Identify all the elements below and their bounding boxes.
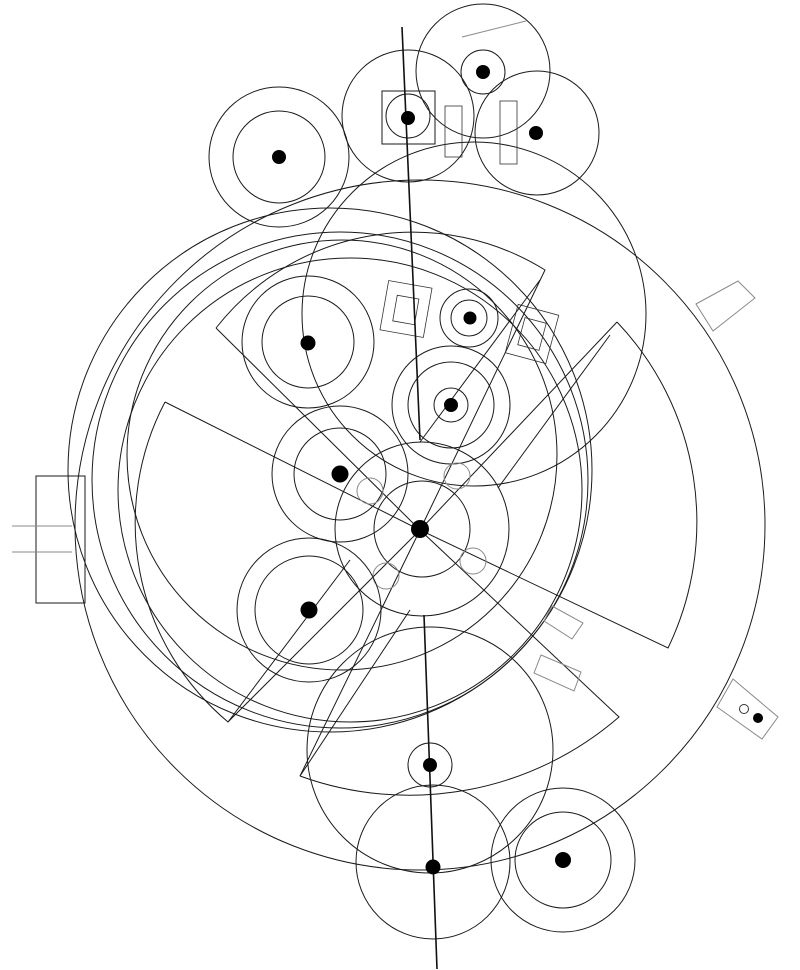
rim-tabs: [12, 280, 779, 740]
axle-mid-right: [444, 398, 458, 412]
linking-rods: [227, 279, 611, 777]
lower-large-ring: [306, 626, 554, 874]
gear-center-inner: [373, 480, 471, 578]
gear-mid-right-inner: [407, 361, 495, 449]
right-lower-tab: [716, 678, 779, 740]
small-plate-2: [533, 654, 582, 692]
top-gear-cluster: [208, 3, 600, 228]
slot-mid-1-outer: [379, 280, 433, 338]
axle-center: [411, 520, 429, 538]
main-axis-upper: [401, 26, 421, 441]
main-wheel-rings: [67, 141, 766, 874]
rod-right: [497, 334, 611, 489]
sector-right: [419, 321, 698, 649]
gear-bottom-right-outer: [490, 787, 636, 933]
outer-main-ring: [74, 179, 766, 871]
axle-bottom-center: [425, 859, 441, 875]
inner-ring-left: [126, 239, 558, 671]
axle-center-left: [331, 465, 349, 483]
slot-mid-1-inner: [392, 294, 420, 326]
gear-center-outer: [334, 441, 510, 617]
sector-left: [134, 401, 421, 723]
axle-pins: [272, 65, 571, 875]
axle-top-center: [401, 111, 415, 125]
axle-lower-left: [300, 601, 318, 619]
outer-ring-left-1: [67, 207, 593, 733]
right-lower-tab-hole: [739, 704, 749, 714]
axle-top-right-upper: [476, 65, 490, 79]
gear-bottom-center: [355, 784, 511, 940]
slot-top-1: [444, 105, 463, 158]
small-plate-1: [543, 605, 584, 640]
gear-mid-right-hub: [433, 387, 469, 423]
gear-bottom-right-inner: [514, 811, 612, 909]
rod-lower-left: [227, 559, 351, 723]
axle-small-bottom: [423, 758, 437, 772]
axle-bottom-right: [555, 852, 571, 868]
gear-top-center-inner: [385, 93, 431, 139]
axle-top-right-lower: [529, 126, 543, 140]
rod-lower: [299, 609, 411, 777]
axle-top-left: [272, 150, 286, 164]
outer-ring-left-3: [117, 257, 583, 723]
bottom-gear-cluster: [355, 742, 636, 940]
right-lower-tab-pin: [753, 713, 763, 723]
pointer-top: [461, 20, 527, 38]
axle-mid-left: [300, 335, 316, 351]
gear-top-right-lower: [474, 70, 600, 196]
outer-ring-left-2: [91, 231, 589, 729]
sector-lower: [299, 529, 620, 796]
rod-upper-right: [419, 279, 541, 443]
main-axis-lower: [423, 614, 438, 970]
planet-gear-4: [459, 547, 487, 575]
slot-mid-2-outer: [504, 303, 560, 365]
gear-center-left-outer: [271, 405, 409, 543]
axle-small-upper: [463, 311, 477, 325]
gear-center-left-inner: [293, 427, 387, 521]
gear-lower-left-outer: [236, 537, 382, 683]
gear-small-upper-inner: [450, 299, 488, 337]
gear-top-right-upper: [415, 3, 551, 139]
middle-gear-cluster: [236, 275, 560, 683]
gear-top-right-upper-hub: [460, 49, 506, 95]
upper-large-ring: [301, 141, 647, 487]
gear-small-upper-outer: [439, 288, 499, 348]
left-tab: [35, 475, 86, 604]
gear-top-left-outer: [208, 86, 350, 228]
sector-plates: [134, 231, 698, 796]
gear-mid-left-inner: [261, 295, 355, 389]
slot-mid-2-inner: [517, 317, 547, 351]
gear-top-left-inner: [232, 110, 326, 204]
gear-mid-left-outer: [241, 275, 375, 409]
right-upper-tab: [695, 280, 756, 332]
sector-upper: [215, 231, 546, 531]
slot-top-2: [499, 100, 518, 165]
planet-gear-1: [356, 477, 384, 505]
planet-gear-2: [443, 462, 471, 490]
gear-lower-left-inner: [254, 555, 364, 665]
